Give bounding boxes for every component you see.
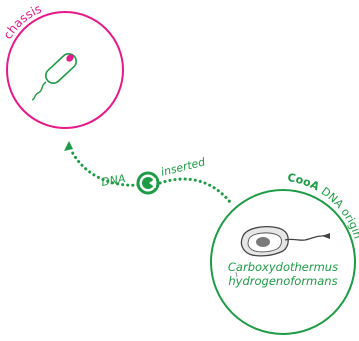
arrow-head xyxy=(64,141,73,151)
dna-origin-label: DNA origin xyxy=(319,185,359,241)
dna-label: DNA xyxy=(100,172,126,189)
chassis-circle xyxy=(6,11,124,129)
chassis-node: chassis xyxy=(1,2,124,129)
dotted-path-to-chassis xyxy=(69,148,140,187)
chassis-label: chassis xyxy=(1,2,44,42)
origin-node: CooADNA origin Carboxydothermus hydrogen… xyxy=(210,171,359,335)
rod-bacterium-icon xyxy=(31,53,77,101)
origin-circle xyxy=(210,189,356,335)
species-name-line2: hydrogenoformans xyxy=(228,274,337,288)
inserted-label: inserted xyxy=(160,155,208,179)
dotted-path-from-origin xyxy=(158,177,232,204)
flagellated-bacterium-icon xyxy=(235,225,330,278)
species-name-line1: Carboxydothermus xyxy=(228,260,338,274)
plasmid-ring-icon xyxy=(136,171,160,195)
